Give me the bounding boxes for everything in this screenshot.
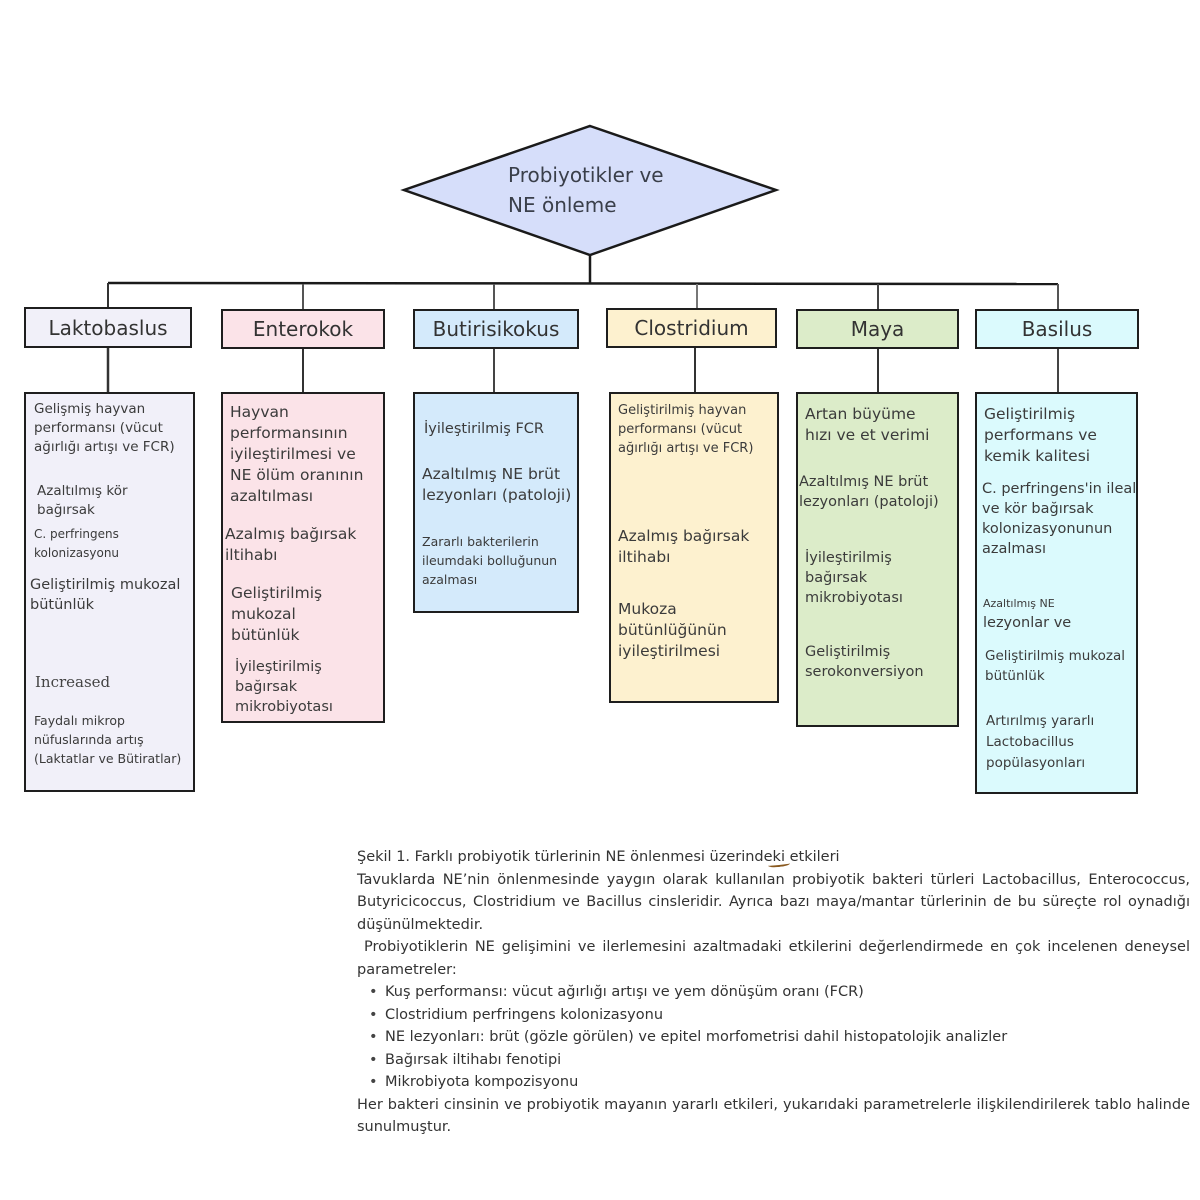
- effect-item: Artan büyüme hızı ve et verimi: [805, 405, 930, 444]
- parameter-item: Clostridium perfringens kolonizasyonu: [369, 1004, 1190, 1027]
- category-label: Basilus: [1021, 317, 1093, 341]
- effect-item: Artırılmış yararlı Lactobacillus popülas…: [986, 713, 1095, 771]
- effect-item: Geliştirilmiş hayvan performansı (vücut …: [618, 403, 754, 456]
- figure-caption: Şekil 1. Farklı probiyotik türlerinin NE…: [357, 846, 1190, 1139]
- effect-item: Azaltılmış NE: [983, 597, 1055, 610]
- effects-box-maya: Artan büyüme hızı ve et verimi Azaltılmı…: [796, 392, 959, 727]
- category-label: Laktobaslus: [48, 315, 168, 340]
- category-label: Maya: [850, 317, 905, 341]
- caption-paragraph-1: Tavuklarda NE’nin önlenmesinde yaygın ol…: [357, 871, 1190, 933]
- category-header-laktobaslus: Laktobaslus: [24, 307, 192, 348]
- effect-item: Mukoza bütünlüğünün iyileştirilmesi: [618, 600, 727, 660]
- effect-item: lezyonlar ve: [983, 615, 1072, 631]
- effect-item: Geliştirilmiş mukozal bütünlük: [231, 584, 323, 644]
- effect-item: Zararlı bakterilerin ileumdaki bolluğunu…: [422, 534, 558, 587]
- effect-item: Azalmış bağırsak iltihabı: [225, 525, 357, 564]
- effect-item: Azaltılmış NE brüt lezyonları (patoloji): [799, 474, 939, 510]
- parameter-list: Kuş performansı: vücut ağırlığı artışı v…: [357, 981, 1190, 1094]
- parameter-item: Kuş performansı: vücut ağırlığı artışı v…: [369, 981, 1190, 1004]
- effects-box-butirisikokus: İyileştirilmiş FCR Azaltılmış NE brüt le…: [413, 392, 579, 613]
- effect-item: Geliştirilmiş mukozal bütünlük: [985, 648, 1126, 684]
- category-header-clostridium: Clostridium: [606, 308, 777, 348]
- effect-item: C. perfringens kolonizasyonu: [34, 527, 120, 560]
- effect-item: Gelişmiş hayvan performansı (vücut ağırl…: [34, 401, 175, 455]
- effect-item: Azaltılmış kör bağırsak: [37, 483, 128, 518]
- effects-box-laktobaslus: Gelişmiş hayvan performansı (vücut ağırl…: [24, 392, 195, 792]
- category-header-maya: Maya: [796, 309, 959, 349]
- category-header-butirisikokus: Butirisikokus: [413, 309, 579, 349]
- effect-item: Azaltılmış NE brüt lezyonları (patoloji): [422, 465, 572, 504]
- effect-item: Hayvan performansının iyileştirilmesi ve…: [230, 403, 364, 505]
- caption-paragraph-2: Probiyotiklerin NE gelişimini ve ilerlem…: [357, 939, 1195, 978]
- effect-item: C. perfringens'in ileal ve kör bağırsak …: [982, 481, 1137, 557]
- effect-item: Geliştirilmiş serokonversiyon: [805, 644, 924, 680]
- root-label-line1: Probiyotikler ve: [508, 163, 664, 187]
- effect-item: Increased: [35, 673, 111, 691]
- parameter-item: Mikrobiyota kompozisyonu: [369, 1071, 1190, 1094]
- category-label: Butirisikokus: [432, 317, 560, 341]
- effect-item: Faydalı mikrop nüfuslarında artış (Lakta…: [34, 713, 182, 766]
- effect-item: Geliştirilmiş performans ve kemik kalite…: [984, 405, 1097, 465]
- root-label: Probiyotikler ve NE önleme: [508, 160, 708, 220]
- effect-item: Geliştirilmiş mukozal bütünlük: [30, 577, 181, 613]
- root-label-line2: NE önleme: [508, 193, 617, 217]
- parameter-item: Bağırsak iltihabı fenotipi: [369, 1049, 1190, 1072]
- parameter-item: NE lezyonları: brüt (gözle görülen) ve e…: [369, 1026, 1190, 1049]
- effect-item: Azalmış bağırsak iltihabı: [618, 527, 750, 566]
- effects-box-basilus: Geliştirilmiş performans ve kemik kalite…: [975, 392, 1138, 794]
- figure-title: Şekil 1. Farklı probiyotik türlerinin NE…: [357, 849, 840, 865]
- caption-paragraph-3: Her bakteri cinsinin ve probiyotik mayan…: [357, 1096, 1190, 1136]
- effect-item: İyileştirilmiş bağırsak mikrobiyotası: [235, 659, 333, 715]
- effect-item: İyileştirilmiş bağırsak mikrobiyotası: [805, 550, 903, 606]
- category-header-basilus: Basilus: [975, 309, 1139, 349]
- effects-box-clostridium: Geliştirilmiş hayvan performansı (vücut …: [609, 392, 779, 703]
- category-header-enterokok: Enterokok: [221, 309, 385, 349]
- effects-box-enterokok: Hayvan performansının iyileştirilmesi ve…: [221, 392, 385, 723]
- effect-item: İyileştirilmiş FCR: [424, 421, 544, 437]
- category-label: Clostridium: [634, 316, 749, 340]
- category-label: Enterokok: [252, 317, 354, 341]
- branch-bar: [107, 281, 1059, 286]
